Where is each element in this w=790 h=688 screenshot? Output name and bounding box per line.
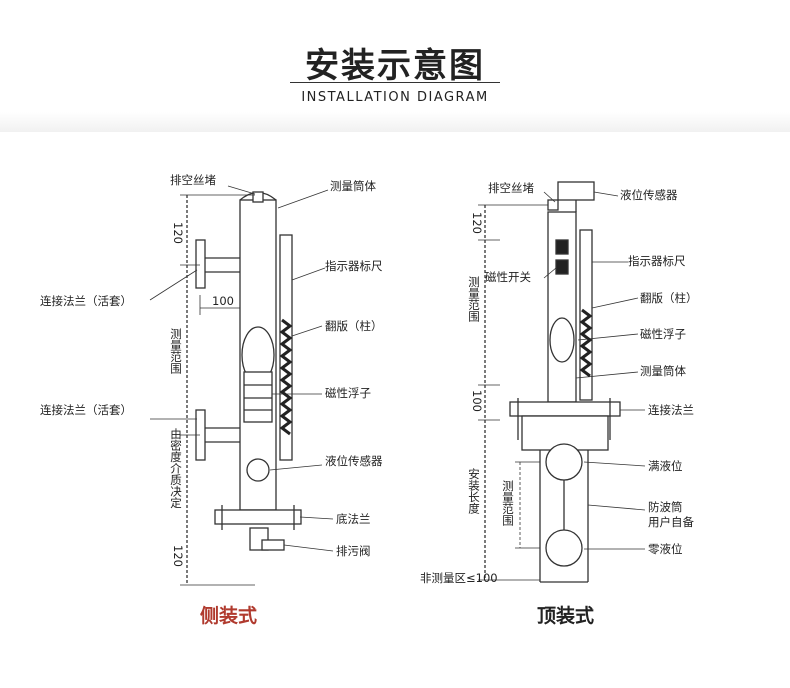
top-label-level-sensor: 液位传感器 bbox=[620, 188, 678, 202]
top-sensor-head bbox=[557, 181, 595, 201]
top-connecting-flange bbox=[509, 401, 621, 417]
side-label-measuring-tube: 测量筒体 bbox=[330, 179, 376, 193]
top-label-zero-level: 零液位 bbox=[648, 542, 683, 556]
side-label-drain-plug: 排空丝堵 bbox=[170, 173, 216, 187]
side-drain-plug bbox=[252, 191, 264, 203]
top-label-wave-tube: 防波筒 bbox=[648, 500, 683, 514]
side-dim-offset: 100 bbox=[212, 294, 234, 308]
top-label-measuring-tube: 测量筒体 bbox=[640, 364, 686, 378]
top-label-connecting-flange: 连接法兰 bbox=[648, 403, 694, 417]
side-label-flap: 翻版（柱） bbox=[325, 319, 383, 333]
side-bottom-flange bbox=[214, 509, 302, 525]
side-label-level-sensor: 液位传感器 bbox=[325, 454, 383, 468]
side-mount-drawing bbox=[149, 185, 334, 586]
side-flap-column bbox=[279, 318, 293, 436]
top-dim-mid: 100 bbox=[470, 390, 484, 412]
side-level-sensor bbox=[246, 458, 270, 482]
side-upper-flange bbox=[195, 239, 206, 289]
top-flap-column bbox=[579, 308, 593, 378]
top-label-magnetic-float: 磁性浮子 bbox=[640, 327, 686, 341]
side-label-indicator-scale: 指示器标尺 bbox=[325, 259, 383, 273]
top-label-drain-plug: 排空丝堵 bbox=[488, 181, 534, 195]
side-dim-bottom: 120 bbox=[171, 545, 185, 567]
top-label-indicator-scale: 指示器标尺 bbox=[628, 254, 686, 268]
side-label-magnetic-float: 磁性浮子 bbox=[325, 386, 371, 400]
side-range-vertical: 测量范围 bbox=[169, 328, 183, 375]
side-label-flange-lower: 连接法兰（活套） bbox=[40, 403, 132, 417]
top-mount-drawing bbox=[478, 181, 646, 583]
page-title: 安装示意图 bbox=[305, 46, 485, 86]
header-band bbox=[0, 112, 790, 132]
top-dim-top: 120 bbox=[470, 212, 484, 234]
header: 安装示意图 INSTALLATION DIAGRAM bbox=[0, 0, 790, 140]
installation-diagram: 排空丝堵 测量筒体 指示器标尺 翻版（柱） 磁性浮子 液位传感器 底法兰 排污阀… bbox=[40, 173, 698, 627]
top-label-full-level: 满液位 bbox=[648, 459, 683, 473]
side-label-bottom-flange: 底法兰 bbox=[336, 512, 371, 526]
side-label-drain-valve: 排污阀 bbox=[336, 544, 371, 558]
side-dim-top: 120 bbox=[171, 222, 185, 244]
top-drain-plug bbox=[547, 199, 559, 211]
side-medium-vertical: 由密度介质决定 bbox=[169, 427, 183, 509]
page-subtitle: INSTALLATION DIAGRAM bbox=[301, 90, 489, 105]
top-label-user-supplied: 用户自备 bbox=[648, 515, 694, 529]
top-float bbox=[549, 317, 575, 363]
top-range-vertical: 测量范围 bbox=[467, 276, 481, 323]
top-label-flap: 翻版（柱） bbox=[640, 291, 698, 305]
side-label-flange-upper: 连接法兰（活套） bbox=[40, 294, 132, 308]
top-mount-caption: 顶装式 bbox=[537, 604, 594, 627]
side-mount-caption: 侧装式 bbox=[200, 604, 257, 627]
top-label-non-measure: 非测量区≤100 bbox=[420, 571, 498, 585]
title-divider bbox=[290, 82, 500, 83]
top-label-magnetic-switch: 磁性开关 bbox=[485, 270, 531, 284]
top-range-vertical-2: 测量范围 bbox=[501, 480, 515, 527]
top-install-vertical: 安装长度 bbox=[467, 467, 481, 515]
